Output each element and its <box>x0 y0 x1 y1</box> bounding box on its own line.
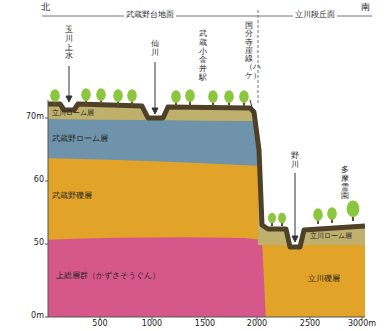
place-name: 玉川上水 <box>65 26 73 61</box>
axis-label: 0m <box>31 312 44 321</box>
layer-name: 立川礫層 <box>308 275 342 283</box>
tree <box>327 207 337 220</box>
tree <box>96 88 106 101</box>
axis-label: 1500 <box>195 320 215 329</box>
tree <box>224 90 234 103</box>
axis-label: 60 <box>34 176 44 185</box>
tree <box>278 213 286 224</box>
region-name: 立川段丘面 <box>293 11 337 20</box>
tree <box>268 213 276 224</box>
layer-name: 武蔵野ローム層 <box>52 135 110 143</box>
layer-name: 上総層群（かずさそうぐん） <box>56 272 162 280</box>
layer-name: 立川ローム層 <box>310 233 354 241</box>
stratum-layer: 上総層群（かずさそうぐん） <box>56 272 162 280</box>
place-name: 武蔵小金井駅 <box>199 30 207 83</box>
tree <box>185 89 195 102</box>
axis-label: 2000 <box>247 320 267 329</box>
x-axis <box>48 317 365 318</box>
compass-south: 南 <box>361 3 370 13</box>
place-name: 多摩霊園 <box>341 166 349 201</box>
place-name: 仙川 <box>151 40 159 58</box>
axis-label: 1000 <box>142 320 162 329</box>
stratum-layer: 武蔵野礫層 <box>52 192 94 200</box>
trees <box>50 88 359 226</box>
tree <box>81 88 91 101</box>
tree <box>208 90 218 103</box>
stratum-layer: 立川ローム層 <box>310 233 354 241</box>
y-axis <box>48 100 49 317</box>
axis-label: 2500 <box>300 320 320 329</box>
tree <box>313 208 323 221</box>
tree <box>127 89 137 102</box>
stratum-layer: 武蔵野ローム層 <box>52 135 110 143</box>
place-name: 野川 <box>291 152 299 170</box>
tree <box>239 90 249 103</box>
stratum-layer: 立川礫層 <box>308 275 342 283</box>
tree <box>347 200 360 217</box>
axis-label: 50 <box>34 239 44 248</box>
stratum-layer: 立川ローム層 <box>52 110 96 118</box>
ticks <box>45 118 362 320</box>
divider <box>258 10 259 104</box>
axis-label: 500 <box>92 320 107 329</box>
tree <box>171 90 181 103</box>
axis-label: 3000m <box>348 320 376 329</box>
layer-name: 立川ローム層 <box>52 110 96 118</box>
region-name: 武蔵野台地面 <box>124 11 176 20</box>
topsoil <box>48 104 365 247</box>
tree <box>113 89 123 102</box>
strata <box>40 90 370 320</box>
place-name: 国分寺崖線（ハケ） <box>245 22 253 80</box>
axis-label: 70m <box>26 113 44 122</box>
layer-name: 武蔵野礫層 <box>52 192 94 200</box>
tree <box>50 89 60 102</box>
compass-north: 北 <box>41 3 50 13</box>
leader-arrows <box>66 62 298 242</box>
